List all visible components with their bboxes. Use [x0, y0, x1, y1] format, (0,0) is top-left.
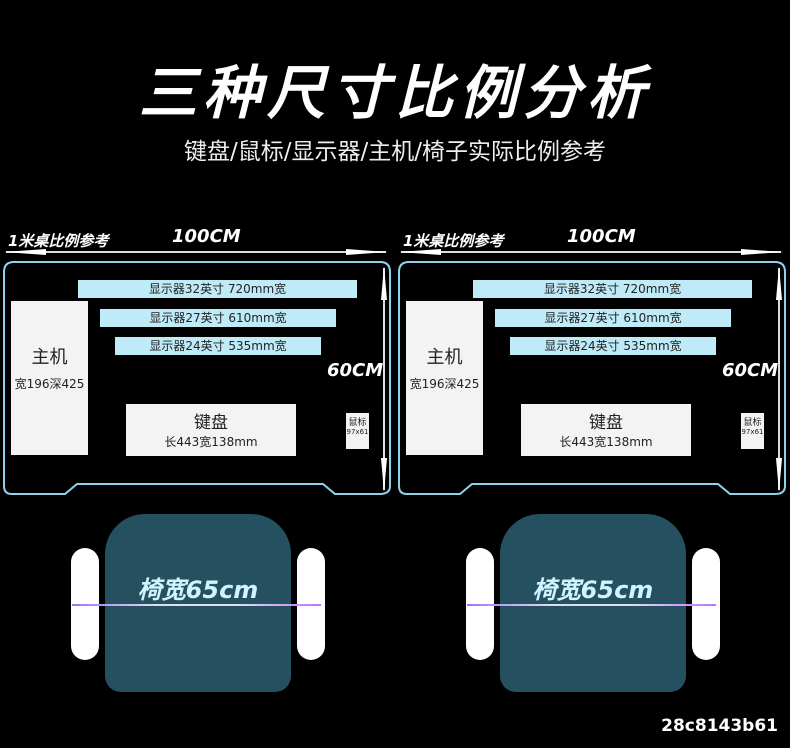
- chair-seat: [105, 514, 291, 692]
- chair-width-line: [467, 604, 716, 606]
- desk-depth-label: 60CM: [722, 360, 779, 381]
- keyboard-box: 键盘 长443宽138mm: [521, 404, 691, 456]
- mouse-box: 鼠标 97x61: [741, 413, 764, 449]
- desk-depth-label: 60CM: [327, 360, 384, 381]
- monitor-27: 显示器27英寸 610mm宽: [495, 309, 731, 327]
- page-title: 三种尺寸比例分析: [138, 59, 651, 127]
- desk-width-label: 100CM: [567, 226, 636, 247]
- keyboard-size: 长443宽138mm: [559, 435, 653, 449]
- desk-reference-label: 1米桌比例参考: [403, 232, 504, 250]
- keyboard-box: 键盘 长443宽138mm: [126, 404, 296, 456]
- chair-width-line: [72, 604, 321, 606]
- mouse-box: 鼠标 97x61: [346, 413, 369, 449]
- host-box: 主机 宽196深425: [406, 301, 483, 455]
- desk-panel-right: 1米桌比例参考 100CM 60CM 显示器32英寸 720mm宽 显示器27英…: [395, 0, 790, 748]
- keyboard-size: 长443宽138mm: [164, 435, 258, 449]
- host-name: 主机: [31, 347, 68, 368]
- mouse-name: 鼠标: [348, 418, 367, 428]
- host-size: 宽196深425: [409, 377, 480, 391]
- host-size: 宽196深425: [14, 377, 85, 391]
- monitor-27: 显示器27英寸 610mm宽: [100, 309, 336, 327]
- mouse-size: 97x61: [346, 428, 369, 436]
- desk-outline: [3, 249, 391, 495]
- chair-width-label: 椅宽65cm: [532, 576, 654, 604]
- monitor-32: 显示器32英寸 720mm宽: [78, 280, 357, 298]
- monitor-32: 显示器32英寸 720mm宽: [473, 280, 752, 298]
- desk-outline: [398, 249, 786, 495]
- desk-width-label: 100CM: [172, 226, 241, 247]
- mouse-size: 97x61: [741, 428, 764, 436]
- chair-width-label: 椅宽65cm: [137, 576, 259, 604]
- keyboard-name: 键盘: [589, 413, 623, 433]
- host-name: 主机: [426, 347, 463, 368]
- host-box: 主机 宽196深425: [11, 301, 88, 455]
- monitor-24: 显示器24英寸 535mm宽: [510, 337, 716, 355]
- page-subtitle: 键盘/鼠标/显示器/主机/椅子实际比例参考: [184, 139, 606, 165]
- keyboard-name: 键盘: [194, 413, 228, 433]
- desk-reference-label: 1米桌比例参考: [8, 232, 109, 250]
- mouse-name: 鼠标: [743, 418, 762, 428]
- image-id: 28c8143b61: [661, 716, 778, 736]
- chair-seat: [500, 514, 686, 692]
- desk-panel-left: 1米桌比例参考 100CM 60CM 显示器32英寸 720mm宽 显示器27英…: [3, 226, 391, 692]
- monitor-24: 显示器24英寸 535mm宽: [115, 337, 321, 355]
